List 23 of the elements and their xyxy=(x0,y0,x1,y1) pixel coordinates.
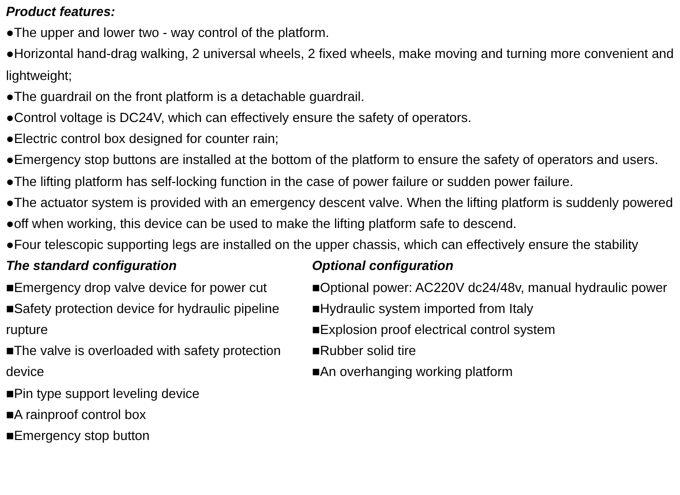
list-item: ■Hydraulic system imported from Italy xyxy=(312,300,534,318)
feature-text: ●The lifting platform has self-locking function in the case of power failure or sudden power failure. xyxy=(6,172,574,191)
feature-text: ●Horizontal hand-drag walking, 2 universal wheels, 2 fixed wheels, make moving and turning more convenient and lightweight; xyxy=(6,45,674,85)
list-item: ■Explosion proof electrical control system xyxy=(312,321,556,340)
section-heading: The standard configuration xyxy=(6,257,178,276)
feature-text: ●The guardrail on the front platform is a detachable guardrail. xyxy=(6,88,366,106)
section-heading: Optional configuration xyxy=(312,257,454,276)
feature-text: ●The upper and lower two - way control of the platform. xyxy=(6,24,330,42)
list-item: ■Pin type support leveling device xyxy=(6,384,200,403)
list-item: ■Rubber solid tire xyxy=(312,342,417,360)
feature-text: ●Four telescopic supporting legs are installed on the upper chassis, which can effectively ensure the stability xyxy=(6,236,640,254)
list-item: ■The valve is overloaded with safety protection device xyxy=(6,342,282,382)
list-item: ■Safety protection device for hydraulic pipeline rupture xyxy=(6,300,280,340)
list-item: ■Emergency stop button xyxy=(6,427,151,446)
feature-text: ●Control voltage is DC24V, which can effectively ensure the safety of operators. xyxy=(6,109,472,128)
list-item: ■A rainproof control box xyxy=(6,406,147,424)
list-item: ■Emergency drop valve device for power cut xyxy=(6,278,268,297)
feature-text: ●Electric control box designed for counter rain; xyxy=(6,130,280,148)
feature-text: ●Emergency stop buttons are installed at the bottom of the platform to ensure the safety of operators and users. xyxy=(6,151,660,170)
feature-text: ●The actuator system is provided with an emergency descent valve. When the lifting platform is suddenly powered ●off when working, this device can be used to make the lifting platform safe to descend. xyxy=(6,194,674,234)
section-heading: Product features: xyxy=(6,3,116,21)
list-item: ■An overhanging working platform xyxy=(312,363,514,382)
list-item: ■Optional power: AC220V dc24/48v, manual hydraulic power xyxy=(312,278,668,297)
